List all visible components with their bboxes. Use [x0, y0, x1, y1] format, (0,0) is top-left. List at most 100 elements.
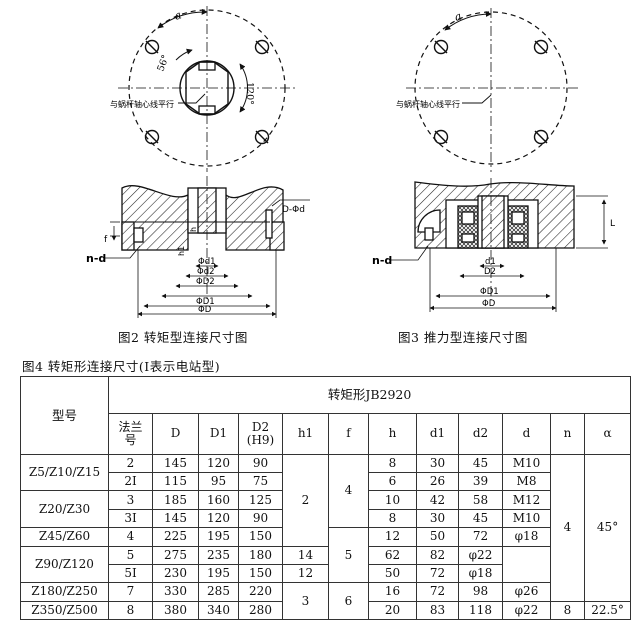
- fig3-label-d1: d1: [485, 257, 496, 267]
- fig2-angle-120: 120°: [244, 82, 255, 105]
- table-cell: M10: [502, 508, 551, 529]
- table-cell: 62: [368, 545, 417, 565]
- fig2-section-view: [121, 176, 285, 300]
- table-cell: 3I: [108, 508, 153, 529]
- table-cell: 72: [458, 527, 503, 547]
- table-cell: 98: [458, 582, 503, 602]
- fig2-parallel-note: 与蜗杆轴心线平行: [110, 99, 174, 109]
- table-cell: 30: [416, 453, 459, 474]
- fig3-label-phi-D1: ΦD1: [480, 287, 499, 297]
- table-cell: 330: [152, 582, 199, 602]
- table-cell: 2I: [108, 472, 153, 492]
- table-cell: 120: [198, 508, 239, 529]
- table-cell: M10: [502, 453, 551, 474]
- table-cell: 4: [328, 453, 369, 529]
- table-row: Z350/Z500 8 380 340 280 20 83 118 φ22 8 …: [20, 600, 632, 621]
- column-header: D2 (H9): [238, 412, 283, 455]
- table-cell: 50: [416, 527, 459, 547]
- table-cell: Z20/Z30: [20, 490, 109, 529]
- table-cell: φ22: [458, 545, 503, 565]
- table-cell: 12: [282, 563, 329, 584]
- table-cell: 72: [416, 563, 459, 584]
- fig2-label-nd: n-d: [86, 252, 106, 265]
- group-header: 转矩形JB2920: [107, 376, 632, 414]
- table-cell: Z45/Z60: [20, 527, 109, 547]
- table-cell: 125: [238, 490, 283, 510]
- fig3-label-phi-D: ΦD: [482, 299, 496, 309]
- table-cell: φ26: [502, 582, 551, 602]
- model-header: 型号: [20, 376, 109, 455]
- table-row: Z5/Z10/Z15 2 145 120 90 2 4 8 30 45 M10 …: [20, 453, 632, 602]
- table-cell: 75: [238, 472, 283, 492]
- fig2-label-phi-d2: Φd2: [197, 267, 215, 277]
- table-cell: Z180/Z250: [20, 582, 109, 602]
- column-header: D: [152, 412, 199, 455]
- table-cell: 42: [416, 490, 459, 510]
- column-header: D1: [198, 412, 239, 455]
- table-cell: 45: [458, 453, 503, 474]
- table-cell: 8: [108, 600, 153, 621]
- table-cell: 285: [198, 582, 239, 602]
- bolt-hole-icon: [433, 39, 549, 145]
- table-cell: 26: [416, 472, 459, 492]
- table-row: Z45/Z60 4 225 195 150 5 12 50 72 φ18: [20, 527, 631, 584]
- table-cell: 10: [368, 490, 417, 510]
- table-cell: 16: [368, 582, 417, 602]
- table-cell: 150: [238, 563, 283, 584]
- fig3-label-L: L: [610, 219, 615, 229]
- table-cell: 185: [152, 490, 199, 510]
- fig3-angle-a: a: [453, 9, 463, 23]
- fig2-label-h1: h1: [177, 246, 186, 256]
- table-cell: 22.5°: [583, 600, 632, 621]
- table-cell: 58: [458, 490, 503, 510]
- fig2-top-view: [118, 6, 296, 172]
- table-cell: 380: [152, 600, 199, 621]
- table-cell: 3: [108, 490, 153, 510]
- table-cell: 160: [198, 490, 239, 510]
- table-cell: 225: [152, 527, 199, 547]
- table-caption: 图4 转矩形连接尺寸(I表示电站型): [22, 359, 221, 374]
- fig3-label-nd: n-d: [372, 254, 392, 267]
- table-cell: 115: [152, 472, 199, 492]
- fig2-label-d-phi-d: D-Φd: [282, 205, 305, 215]
- table-cell: 3: [282, 582, 329, 620]
- table-cell: 6: [328, 582, 369, 620]
- column-header: h1: [282, 412, 329, 455]
- table-cell: 8: [368, 508, 417, 529]
- table-cell: 39: [458, 472, 503, 492]
- table-cell: 150: [238, 527, 283, 547]
- table-cell: Z90/Z120: [20, 545, 109, 584]
- table-cell: 8: [368, 453, 417, 474]
- table-cell: 45°: [583, 453, 632, 602]
- table-cell: 30: [416, 508, 459, 529]
- column-header: d2: [458, 412, 503, 455]
- fig3-top-view: [406, 8, 578, 172]
- table-cell: 95: [198, 472, 239, 492]
- table-cell: φ18: [458, 563, 503, 584]
- table-cell: 72: [416, 582, 459, 602]
- table-cell: 4: [550, 453, 585, 602]
- fig2-label-phi-d1: Φd1: [198, 257, 216, 267]
- table-row: Z180/Z250 7 330 285 220 3 6 16 72 98 φ26: [20, 582, 631, 620]
- table-row: 3I 145 120 90 8 30 45 M10: [21, 508, 631, 529]
- table-cell: 340: [198, 600, 239, 621]
- fig2-label-phi-D1: ΦD1: [196, 297, 215, 307]
- column-header: h: [368, 412, 417, 455]
- table-cell: 50: [368, 563, 417, 584]
- table-cell: 8: [550, 600, 585, 621]
- table-cell: 235: [198, 545, 239, 565]
- table-cell: 7: [108, 582, 153, 602]
- fig3-section-view: [414, 178, 575, 300]
- column-header: α: [583, 412, 632, 455]
- table-cell: 195: [198, 527, 239, 547]
- fig2-angle-a: a: [173, 8, 184, 22]
- table-cell: Z5/Z10/Z15: [20, 453, 109, 492]
- table-cell: 118: [458, 600, 503, 621]
- table-row: Z20/Z30 3 185 160 125 10 42 58 M12: [20, 490, 631, 529]
- column-header: n: [550, 412, 585, 455]
- table-cell: 2: [282, 453, 329, 547]
- table-cell: 275: [152, 545, 199, 565]
- fig2-label-h: h: [189, 227, 198, 232]
